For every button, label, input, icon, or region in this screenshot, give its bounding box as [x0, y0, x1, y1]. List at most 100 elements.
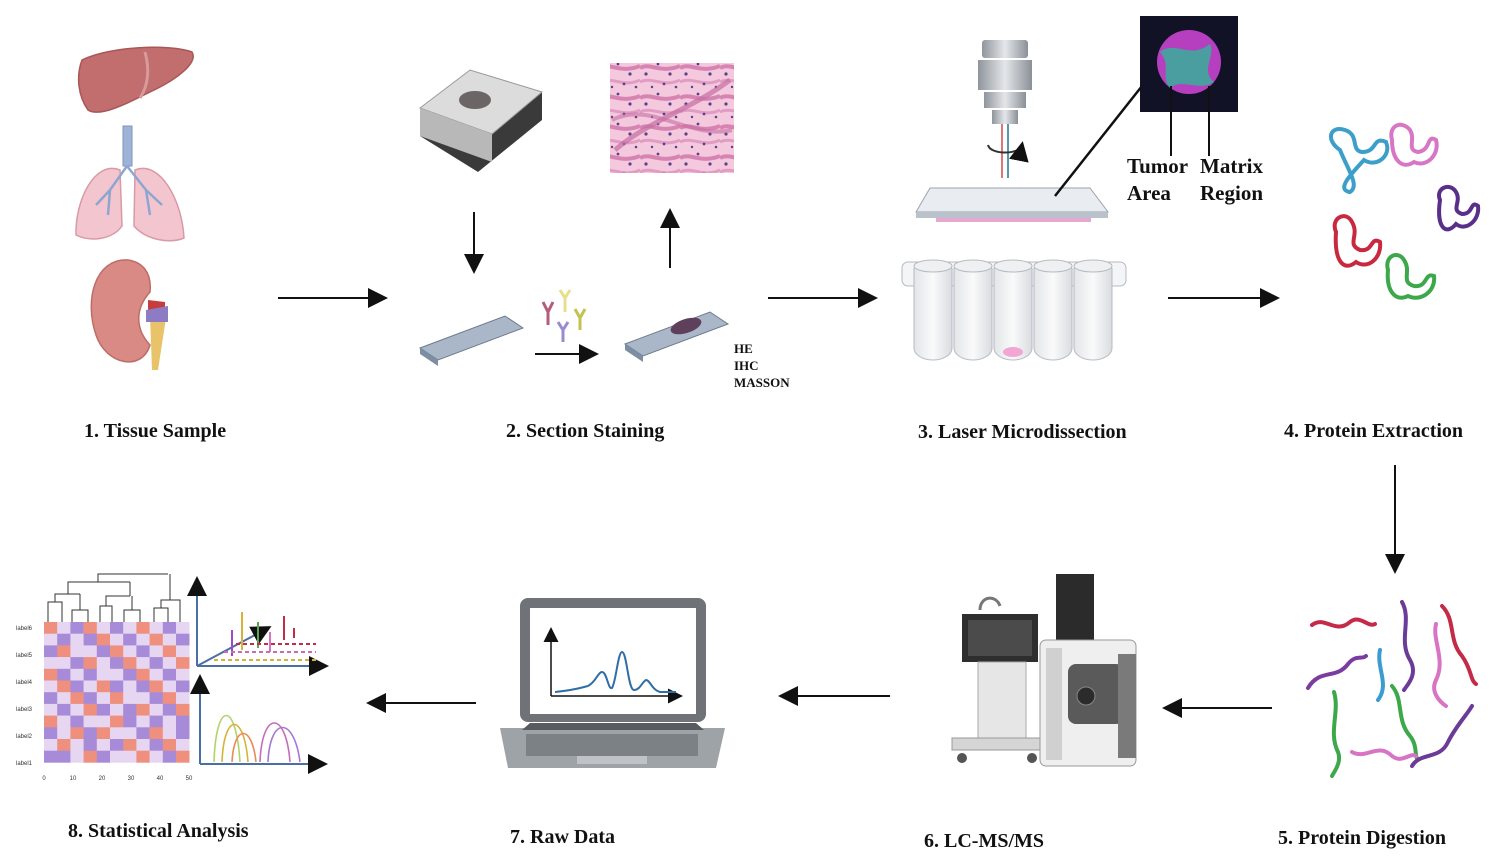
heatmap-x-tick: 10 — [70, 776, 77, 782]
heatmap-cell — [57, 633, 71, 646]
spectra-3d-plot — [187, 576, 329, 676]
heatmap-cell — [176, 657, 190, 670]
heatmap-x-tick: 40 — [157, 776, 164, 782]
heatmap-cell — [176, 703, 190, 716]
heatmap-cell — [96, 657, 111, 670]
step-5-label: 5. Protein Digestion — [1278, 827, 1446, 849]
stain-labels: HE IHC MASSON — [734, 340, 790, 391]
tumor-area-label: Tumor Area — [1127, 154, 1189, 205]
heatmap-cell — [162, 645, 177, 658]
heatmap-cell — [96, 715, 111, 728]
heatmap-cell — [83, 750, 98, 763]
step-4-label: 4. Protein Extraction — [1284, 420, 1464, 442]
heatmap-cell — [70, 727, 84, 740]
peak-curves-plot — [190, 674, 328, 774]
heatmap-cell — [96, 633, 111, 646]
stain-ihc: IHC — [734, 358, 759, 373]
step-8-label: 8. Statistical Analysis — [68, 820, 249, 842]
heatmap-cell — [96, 622, 111, 634]
heatmap-row-label: label5 — [16, 653, 33, 659]
heatmap-cell — [123, 657, 137, 670]
liver-icon — [77, 46, 194, 113]
heatmap-cell — [96, 750, 111, 763]
heatmap-cell — [57, 645, 71, 658]
heatmap-cell — [123, 715, 137, 728]
heatmap-cell — [57, 680, 71, 693]
folded-proteins-icon — [1329, 122, 1481, 300]
heatmap-cell — [57, 739, 71, 751]
heatmap-cell — [70, 633, 84, 646]
heatmap-cell — [44, 668, 58, 681]
heatmap-cell — [96, 680, 111, 693]
heatmap-cell — [162, 703, 177, 716]
heatmap-cell — [149, 633, 164, 646]
heatmap-cell — [83, 622, 98, 634]
microscope-objective-icon — [978, 40, 1032, 178]
heatmap-cell — [162, 739, 177, 751]
heatmap-x-tick: 20 — [99, 776, 106, 782]
heatmap-cell — [162, 680, 177, 693]
heatmap-cell — [83, 703, 98, 716]
heatmap-cell — [96, 645, 111, 658]
heatmap-cell — [57, 622, 71, 634]
microtome-icon — [418, 69, 544, 172]
step-6-label: 6. LC-MS/MS — [924, 830, 1044, 852]
heatmap-cell — [44, 680, 58, 693]
heatmap-cell — [162, 750, 177, 763]
heatmap-cell — [110, 680, 124, 693]
heatmap-cell — [110, 645, 124, 658]
heatmap-cell — [123, 750, 137, 763]
heatmap-cell — [110, 622, 124, 634]
matrix-region-label: Matrix Region — [1200, 154, 1263, 205]
heatmap-row-label: label4 — [16, 680, 33, 686]
heatmap-x-tick: 30 — [128, 776, 135, 782]
heatmap-cell — [149, 703, 164, 716]
blank-slide-icon — [418, 315, 525, 366]
heatmap-cell — [136, 715, 150, 728]
heatmap-cell — [149, 657, 164, 670]
heatmap-cell — [123, 668, 137, 681]
heatmap-cell — [96, 727, 111, 740]
step-7-label: 7. Raw Data — [510, 826, 615, 848]
heatmap-cell — [136, 750, 150, 763]
heatmap-cell — [57, 692, 71, 705]
heatmap-cell — [176, 622, 190, 634]
heatmap-cell — [110, 633, 124, 646]
heatmap-cell — [149, 739, 164, 751]
heatmap-cell — [96, 692, 111, 705]
tissue-inset — [1054, 16, 1238, 197]
heatmap-cell — [70, 645, 84, 658]
heatmap-cell — [136, 657, 150, 670]
step-3-label: 3. Laser Microdissection — [918, 421, 1127, 443]
kidney-icon — [90, 259, 168, 370]
heatmap-cell — [176, 692, 190, 705]
heatmap-cell — [110, 739, 124, 751]
heatmap-cell — [149, 692, 164, 705]
heatmap-cell — [96, 739, 111, 751]
heatmap-cell — [70, 668, 84, 681]
heatmap-cell — [83, 715, 98, 728]
heatmap-cell — [44, 715, 58, 728]
heatmap-x-tick: 0 — [42, 776, 46, 782]
heatmap-cell — [110, 703, 124, 716]
heatmap-cell — [136, 692, 150, 705]
heatmap-cell — [136, 727, 150, 740]
heatmap-cell — [70, 739, 84, 751]
heatmap-cell — [44, 622, 58, 634]
stain-masson: MASSON — [734, 375, 790, 390]
heatmap-cell — [83, 668, 98, 681]
heatmap-cell — [176, 727, 190, 740]
stain-he: HE — [734, 341, 753, 356]
heatmap-cell — [149, 715, 164, 728]
heatmap-cell — [123, 622, 137, 634]
heatmap-cell — [70, 622, 84, 634]
heatmap-cell — [83, 680, 98, 693]
collection-tubes-icon — [901, 259, 1127, 361]
heatmap-cell — [44, 692, 58, 705]
microscope-stage-icon — [915, 187, 1109, 222]
heatmap-cell — [110, 668, 124, 681]
heatmap-cell — [44, 645, 58, 658]
lungs-icon — [75, 125, 185, 242]
